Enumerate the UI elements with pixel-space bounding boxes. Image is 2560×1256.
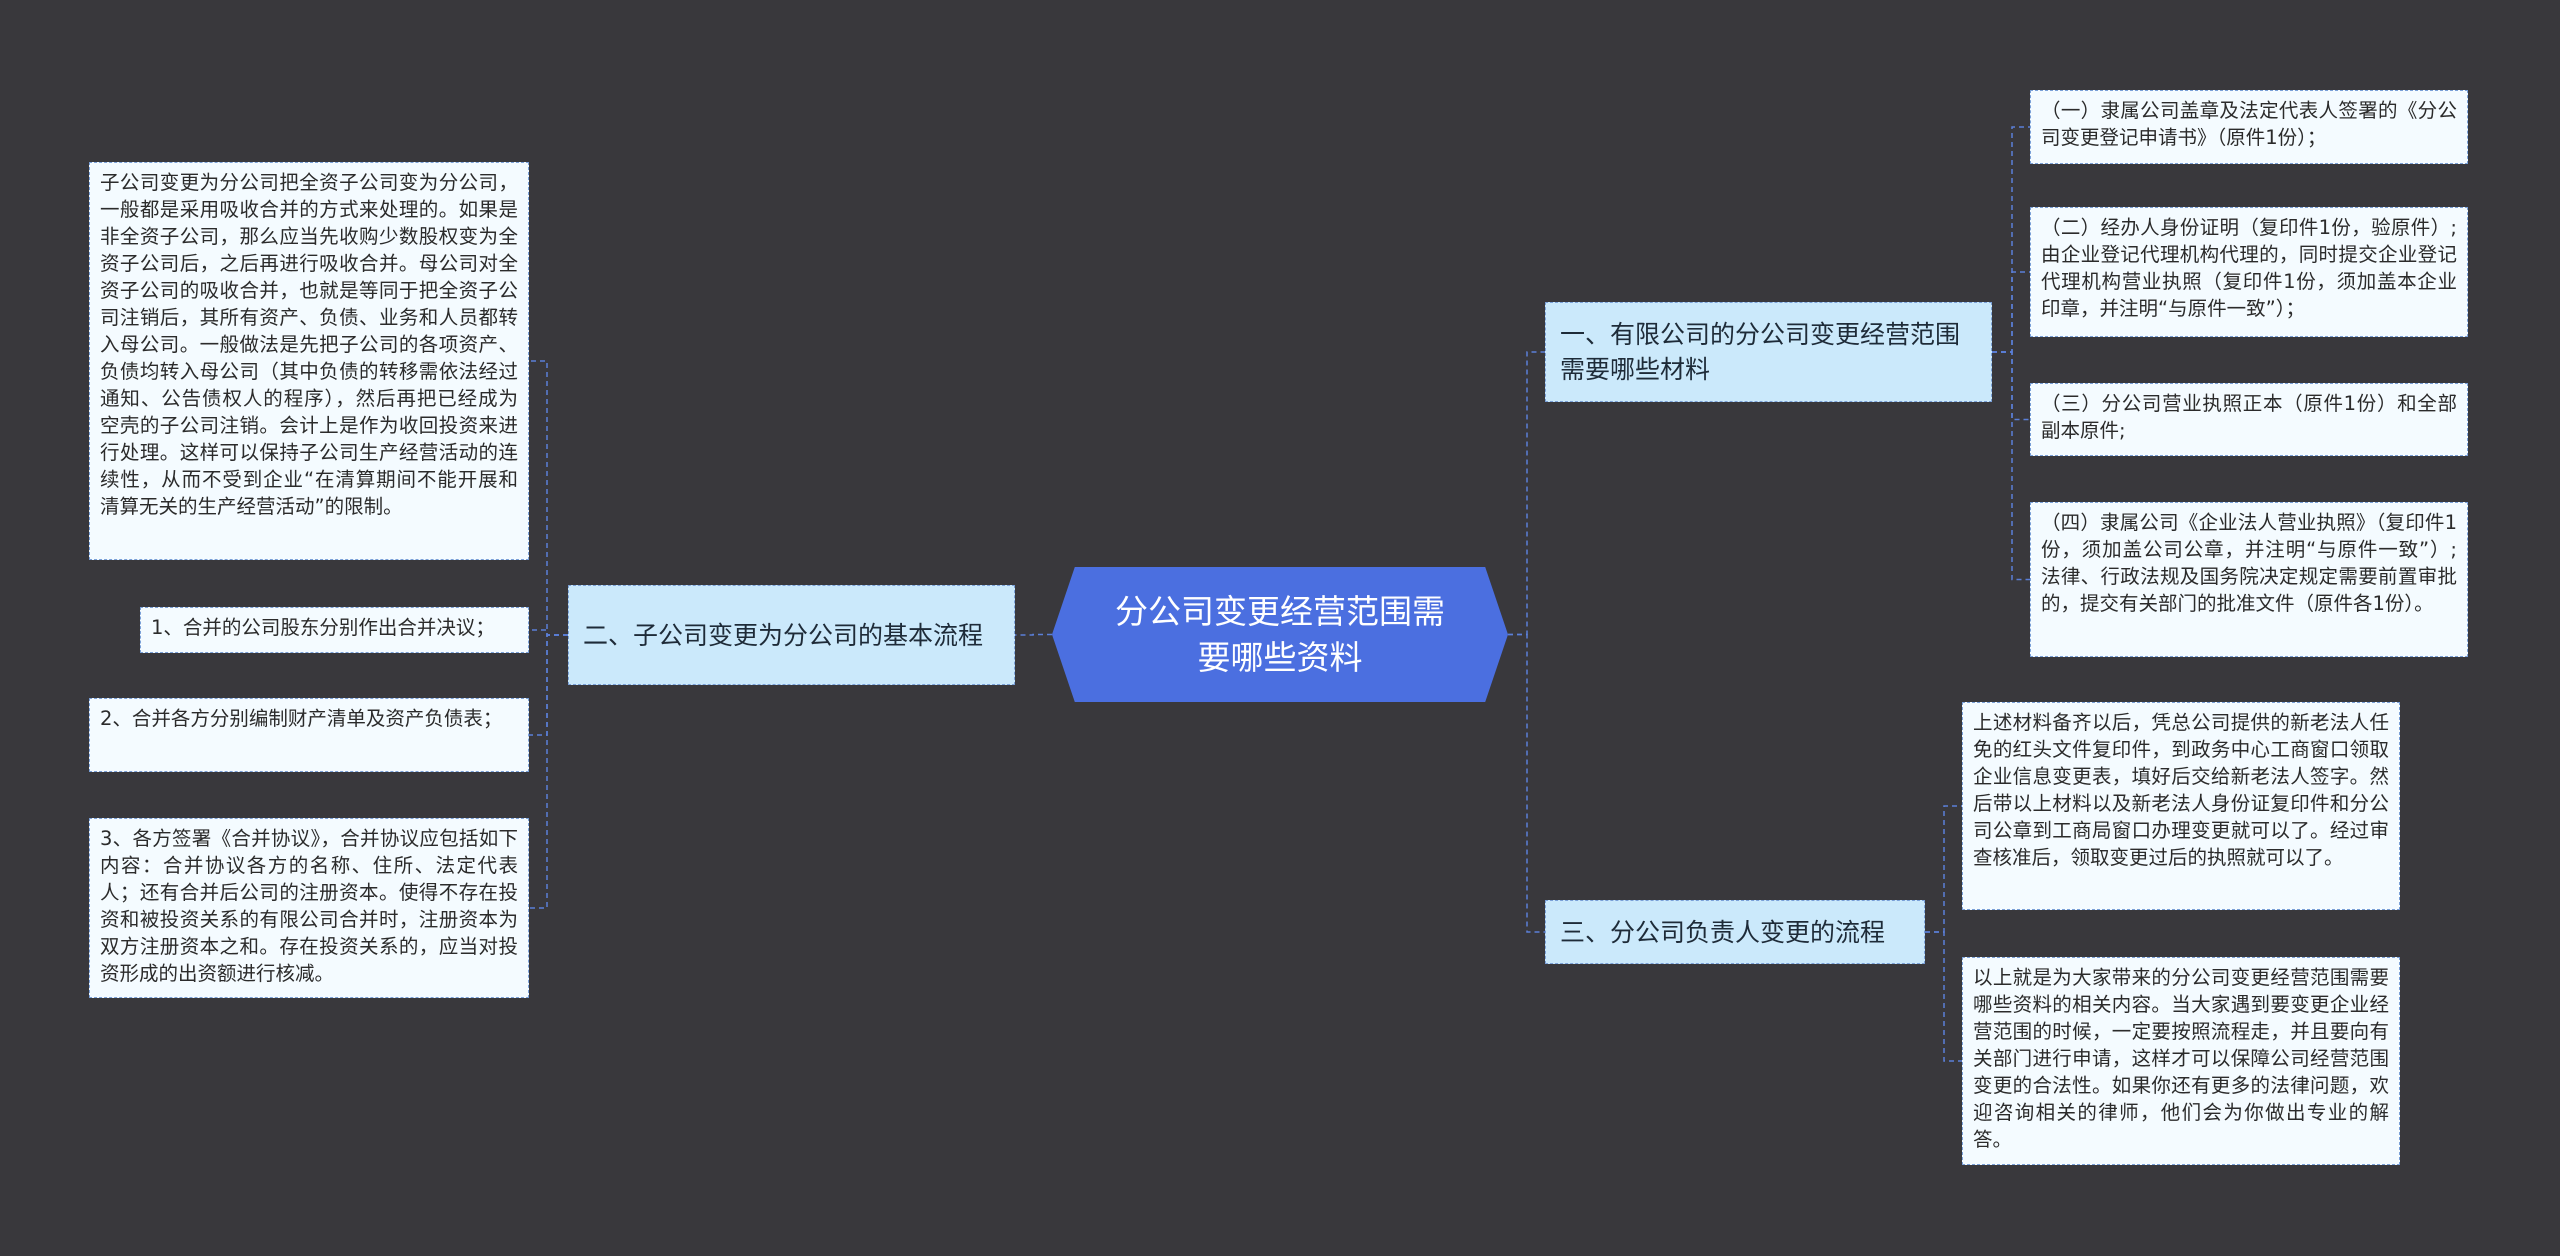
connector-r1-leaf-3 xyxy=(1992,351,2030,581)
connector-r1-leaf-2 xyxy=(1992,351,2030,421)
connector-r1-leaf-0 xyxy=(1992,126,2030,353)
leaf-text: （三）分公司营业执照正本（原件1份）和全部副本原件; xyxy=(2041,392,2457,442)
branch-limited-company-materials[interactable]: 一、有限公司的分公司变更经营范围需要哪些材料 xyxy=(1545,302,1992,402)
connector-l1-leaf-3 xyxy=(529,634,568,909)
leaf-summary[interactable]: 以上就是为大家带来的分公司变更经营范围需要哪些资料的相关内容。当大家遇到要变更企… xyxy=(1962,957,2400,1165)
leaf-merger-resolution[interactable]: 1、合并的公司股东分别作出合并决议； xyxy=(140,607,529,653)
leaf-application-form[interactable]: （一）隶属公司盖章及法定代表人签署的《分公司变更登记申请书》（原件1份）； xyxy=(2030,90,2468,164)
branch-label: 一、有限公司的分公司变更经营范围需要哪些材料 xyxy=(1560,320,1961,384)
leaf-merger-agreement[interactable]: 3、各方签署《合并协议》，合并协议应包括如下内容：合并协议各方的名称、住所、法定… xyxy=(89,818,529,998)
leaf-text: 上述材料备齐以后，凭总公司提供的新老法人任免的红头文件复印件，到政务中心工商窗口… xyxy=(1973,711,2389,869)
branch-label: 三、分公司负责人变更的流程 xyxy=(1560,917,1886,947)
leaf-text: （二）经办人身份证明（复印件1份，验原件）;由企业登记代理机构代理的，同时提交企… xyxy=(2041,216,2457,320)
leaf-text: （四）隶属公司《企业法人营业执照》（复印件1份，须加盖公司公章，并注明“与原件一… xyxy=(2041,511,2457,615)
leaf-agent-id-proof[interactable]: （二）经办人身份证明（复印件1份，验原件）;由企业登记代理机构代理的，同时提交企… xyxy=(2030,207,2468,337)
root-topic-label: 分公司变更经营范围需要哪些资料 xyxy=(1115,591,1445,677)
connector-r2-leaf-1 xyxy=(1925,931,1962,1062)
leaf-text: 2、合并各方分别编制财产清单及资产负债表； xyxy=(100,707,503,730)
branch-subsidiary-to-branch[interactable]: 二、子公司变更为分公司的基本流程 xyxy=(568,585,1015,685)
leaf-text: 1、合并的公司股东分别作出合并决议； xyxy=(151,616,495,639)
leaf-text: 子公司变更为分公司把全资子公司变为分公司，一般都是采用吸收合并的方式来处理的。如… xyxy=(100,171,518,518)
connector-l1-leaf-2 xyxy=(529,634,568,736)
leaf-change-procedure[interactable]: 上述材料备齐以后，凭总公司提供的新老法人任免的红头文件复印件，到政务中心工商窗口… xyxy=(1962,702,2400,910)
branch-label: 二、子公司变更为分公司的基本流程 xyxy=(583,620,984,650)
connector-r1-leaf-1 xyxy=(1992,271,2030,353)
connector-l1-leaf-0 xyxy=(529,360,568,636)
leaf-text: 以上就是为大家带来的分公司变更经营范围需要哪些资料的相关内容。当大家遇到要变更企… xyxy=(1973,966,2389,1151)
connector-r2-leaf-0 xyxy=(1925,805,1962,933)
leaf-text: 3、各方签署《合并协议》，合并协议应包括如下内容：合并协议各方的名称、住所、法定… xyxy=(100,827,518,985)
leaf-text: （一）隶属公司盖章及法定代表人签署的《分公司变更登记申请书》（原件1份）； xyxy=(2041,99,2457,149)
branch-manager-change-process[interactable]: 三、分公司负责人变更的流程 xyxy=(1545,900,1925,964)
leaf-parent-license[interactable]: （四）隶属公司《企业法人营业执照》（复印件1份，须加盖公司公章，并注明“与原件一… xyxy=(2030,502,2468,657)
root-topic[interactable]: 分公司变更经营范围需要哪些资料 xyxy=(1052,567,1508,702)
connector-root-r2 xyxy=(1508,633,1545,933)
leaf-business-license[interactable]: （三）分公司营业执照正本（原件1份）和全部副本原件; xyxy=(2030,383,2468,456)
connector-root-r1 xyxy=(1508,351,1545,636)
connector-root-l1 xyxy=(1015,633,1052,636)
leaf-asset-inventory[interactable]: 2、合并各方分别编制财产清单及资产负债表； xyxy=(89,698,529,772)
leaf-subsidiary-explanation[interactable]: 子公司变更为分公司把全资子公司变为分公司，一般都是采用吸收合并的方式来处理的。如… xyxy=(89,162,529,560)
